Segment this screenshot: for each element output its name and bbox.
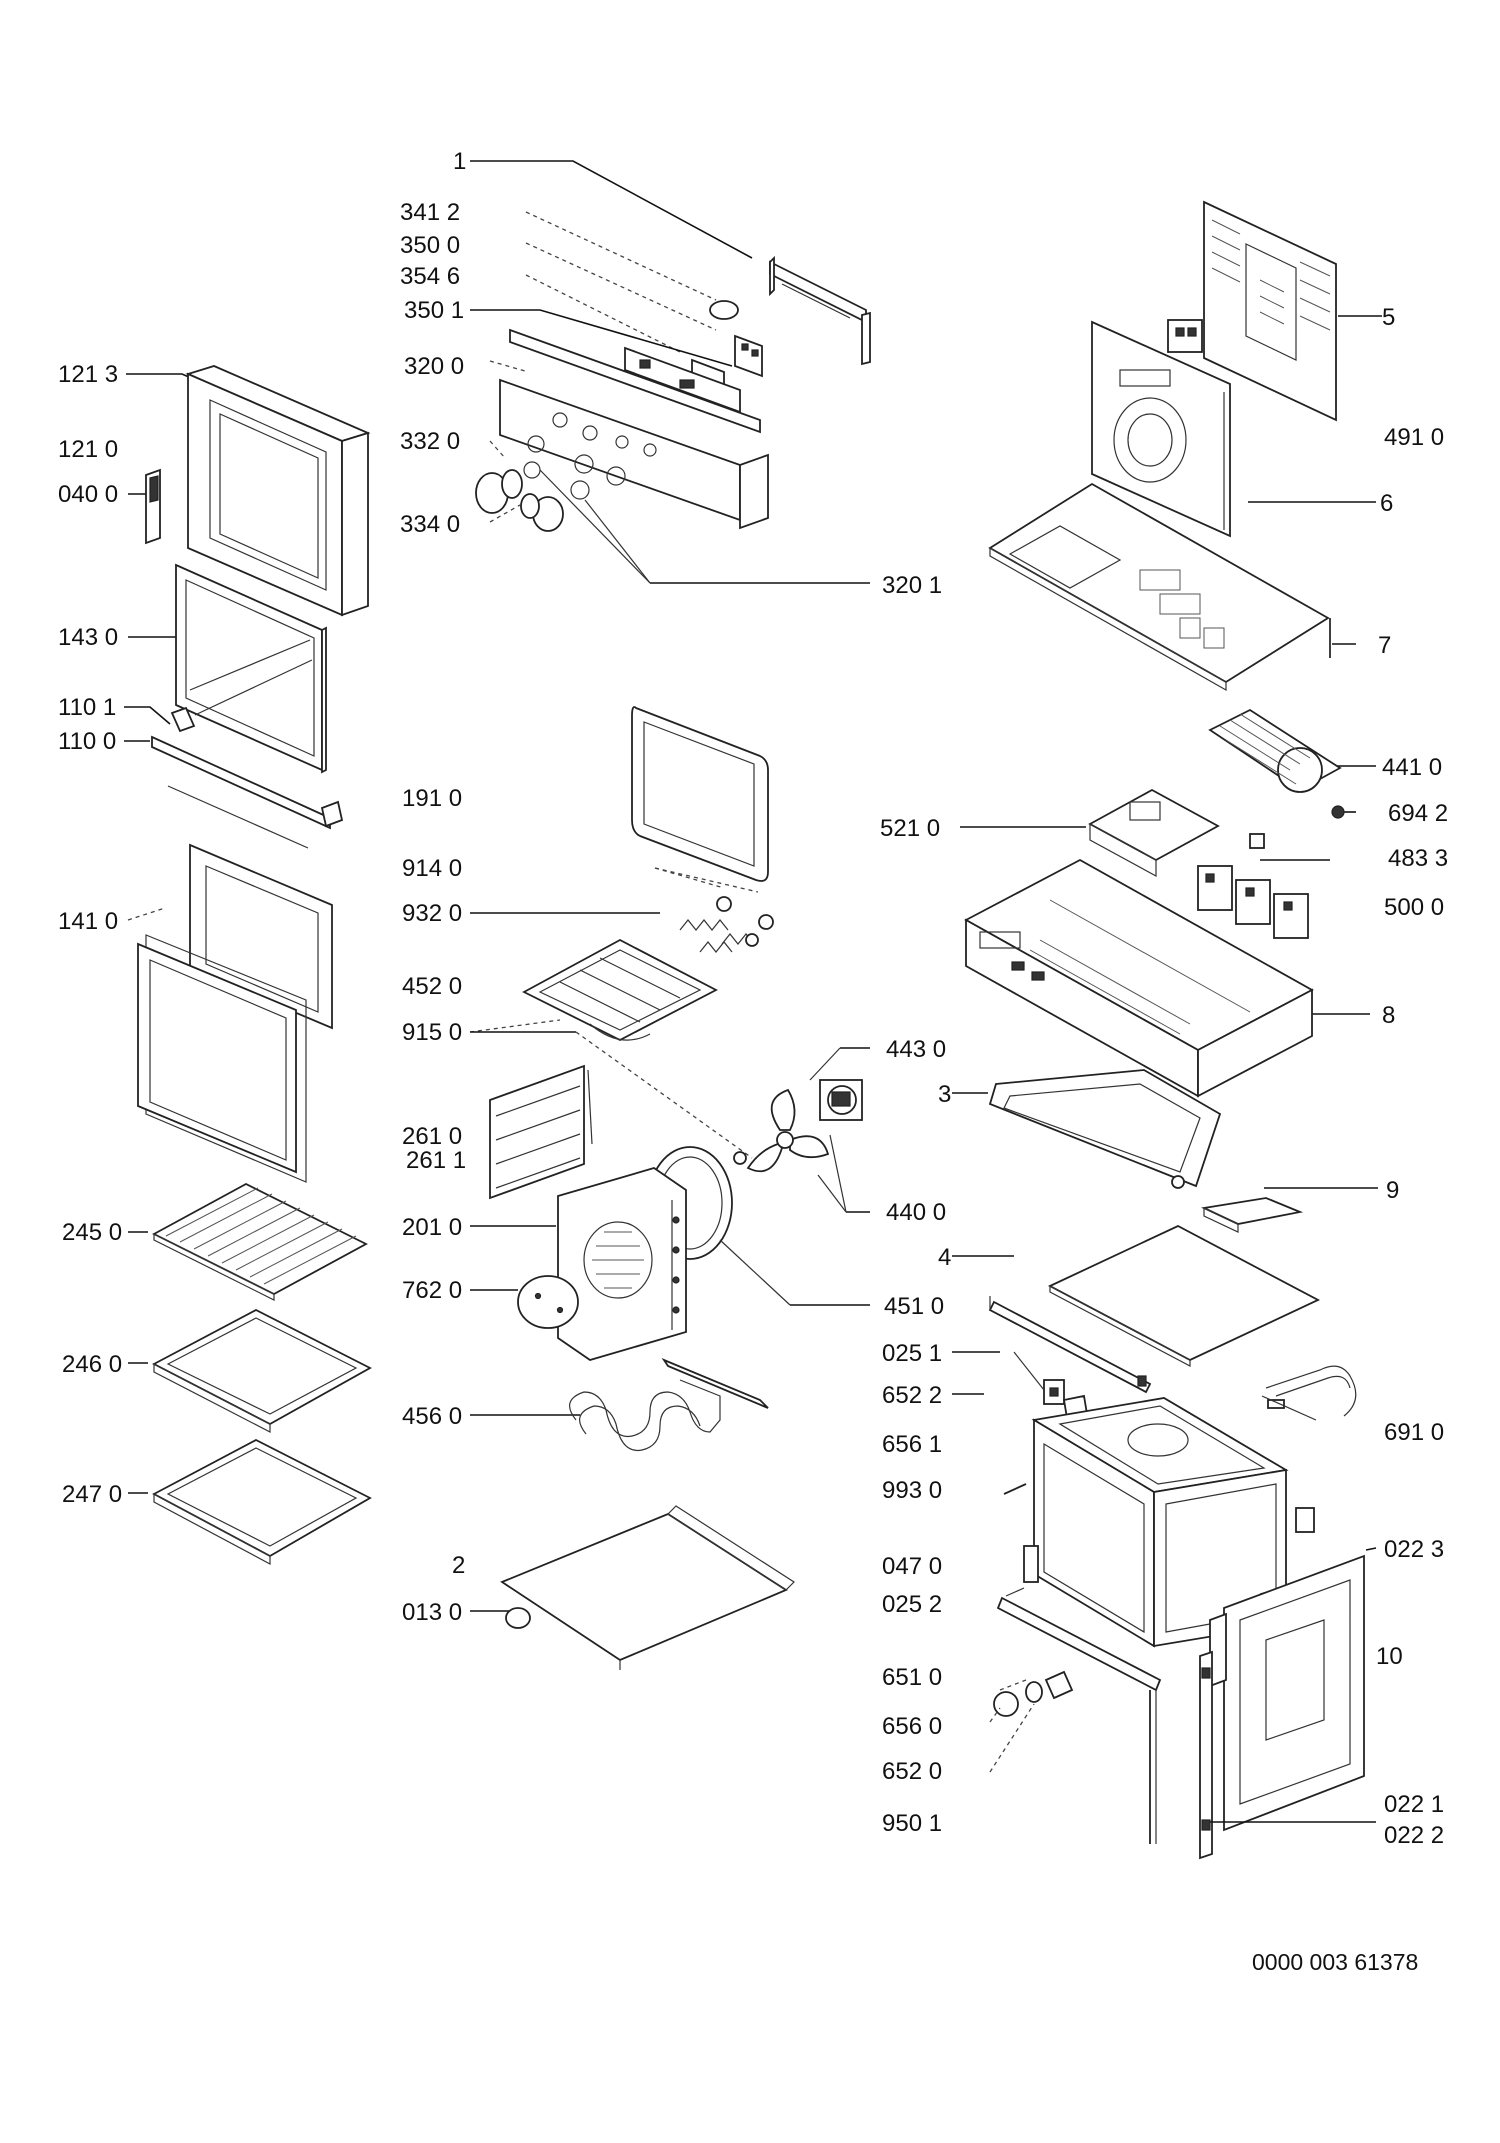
label-261-0: 261 0 bbox=[402, 1123, 462, 1150]
fan-441 bbox=[1208, 708, 1345, 819]
label-332-0: 332 0 bbox=[400, 428, 460, 455]
label-261-1: 261 1 bbox=[406, 1147, 466, 1174]
door-group bbox=[124, 365, 371, 1183]
label-143-0: 143 0 bbox=[58, 624, 118, 651]
label-141-0: 141 0 bbox=[58, 908, 118, 935]
label-246-0: 246 0 bbox=[62, 1351, 122, 1378]
label-354-6: 354 6 bbox=[400, 263, 460, 290]
label-047-0: 047 0 bbox=[882, 1553, 942, 1580]
label-456-0: 456 0 bbox=[402, 1403, 462, 1430]
label-4: 4 bbox=[938, 1244, 951, 1271]
label-247-0: 247 0 bbox=[62, 1481, 122, 1508]
label-110-1: 110 1 bbox=[58, 694, 116, 721]
label-483-3: 483 3 bbox=[1388, 845, 1448, 872]
interior-parts-group bbox=[469, 706, 870, 1670]
casing-group bbox=[952, 200, 1382, 1860]
label-914-0: 914 0 bbox=[402, 855, 462, 882]
label-691-0: 691 0 bbox=[1384, 1419, 1444, 1446]
label-651-0: 651 0 bbox=[882, 1664, 942, 1691]
label-440-0: 440 0 bbox=[886, 1199, 946, 1226]
racks-trays-group bbox=[128, 1182, 372, 1566]
label-652-0: 652 0 bbox=[882, 1758, 942, 1785]
label-6: 6 bbox=[1380, 490, 1393, 517]
label-8: 8 bbox=[1382, 1002, 1395, 1029]
label-025-2: 025 2 bbox=[882, 1591, 942, 1618]
document-number: 0000 003 61378 bbox=[1252, 1949, 1418, 1975]
label-656-1: 656 1 bbox=[882, 1431, 942, 1458]
label-3: 3 bbox=[938, 1081, 951, 1108]
label-694-2: 694 2 bbox=[1388, 800, 1448, 827]
label-652-2: 652 2 bbox=[882, 1382, 942, 1409]
label-341-2: 341 2 bbox=[400, 199, 460, 226]
label-201-0: 201 0 bbox=[402, 1214, 462, 1241]
label-334-0: 334 0 bbox=[400, 511, 460, 538]
label-932-0: 932 0 bbox=[402, 900, 462, 927]
label-521-0: 521 0 bbox=[880, 815, 940, 842]
label-320-1: 320 1 bbox=[882, 572, 942, 599]
switch-block-500 bbox=[1197, 833, 1309, 939]
label-2: 2 bbox=[452, 1552, 465, 1579]
label-491-0: 491 0 bbox=[1384, 424, 1444, 451]
control-panel-group bbox=[470, 160, 871, 584]
label-915-0: 915 0 bbox=[402, 1019, 462, 1046]
part-labels: 1 341 2 350 0 354 6 350 1 320 0 332 0 33… bbox=[58, 148, 1448, 1975]
label-452-0: 452 0 bbox=[402, 973, 462, 1000]
label-022-2: 022 2 bbox=[1384, 1822, 1444, 1849]
label-110-0: 110 0 bbox=[58, 728, 116, 755]
label-7: 7 bbox=[1378, 632, 1391, 659]
label-443-0: 443 0 bbox=[886, 1036, 946, 1063]
label-5: 5 bbox=[1382, 304, 1395, 331]
spring-932 bbox=[679, 919, 755, 953]
label-245-0: 245 0 bbox=[62, 1219, 122, 1246]
fan-motor-443 bbox=[819, 1079, 863, 1121]
label-10: 10 bbox=[1376, 1643, 1403, 1670]
label-013-0: 013 0 bbox=[402, 1599, 462, 1626]
label-350-0: 350 0 bbox=[400, 232, 460, 259]
label-025-1: 025 1 bbox=[882, 1340, 942, 1367]
label-040-0: 040 0 bbox=[58, 481, 118, 508]
label-1: 1 bbox=[453, 148, 466, 175]
label-9: 9 bbox=[1386, 1177, 1399, 1204]
label-762-0: 762 0 bbox=[402, 1277, 462, 1304]
label-022-1: 022 1 bbox=[1384, 1791, 1444, 1818]
label-656-0: 656 0 bbox=[882, 1713, 942, 1740]
fan-blade-440 bbox=[733, 1088, 830, 1173]
label-191-0: 191 0 bbox=[402, 785, 462, 812]
label-950-1: 950 1 bbox=[882, 1810, 942, 1837]
label-451-0: 451 0 bbox=[884, 1293, 944, 1320]
label-350-1: 350 1 bbox=[404, 297, 464, 324]
label-500-0: 500 0 bbox=[1384, 894, 1444, 921]
label-441-0: 441 0 bbox=[1382, 754, 1442, 781]
label-320-0: 320 0 bbox=[404, 353, 464, 380]
label-993-0: 993 0 bbox=[882, 1477, 942, 1504]
label-121-3: 121 3 bbox=[58, 361, 118, 388]
label-022-3: 022 3 bbox=[1384, 1536, 1444, 1563]
label-121-0: 121 0 bbox=[58, 436, 118, 463]
